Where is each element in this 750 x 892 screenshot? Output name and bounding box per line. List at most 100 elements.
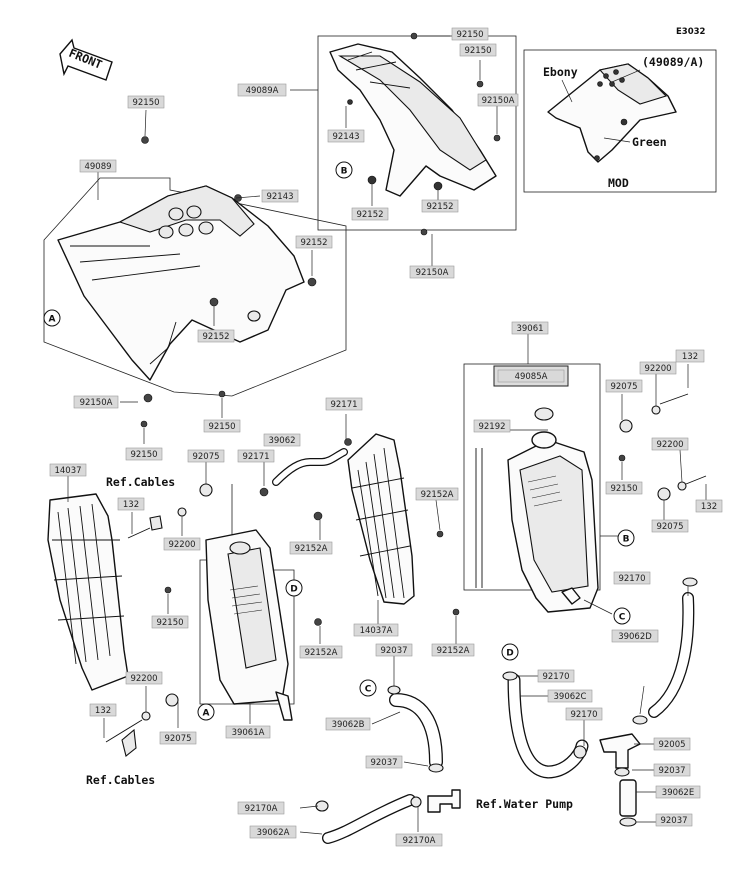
part-label-36: 14037A	[353, 623, 399, 637]
svg-text:92200: 92200	[130, 674, 157, 684]
svg-text:92037: 92037	[658, 766, 685, 776]
part-label-37: 92152A	[431, 643, 475, 657]
part-label-7: 92150A	[409, 265, 455, 279]
part-label-0: 92150	[451, 27, 489, 41]
hose-39062b-drawing	[389, 693, 443, 769]
svg-text:132: 132	[701, 502, 717, 512]
svg-text:92152A: 92152A	[295, 544, 328, 554]
svg-text:92192: 92192	[478, 422, 505, 432]
svg-text:92200: 92200	[644, 364, 671, 374]
svg-text:92037: 92037	[380, 646, 407, 656]
part-label-52: 92075	[159, 731, 197, 745]
ref-cables-lower: Ref.Cables	[86, 773, 155, 787]
part-label-29: 92200	[163, 537, 201, 551]
part-label-28: 132	[117, 497, 145, 511]
svg-text:49089A: 49089A	[246, 86, 279, 96]
part-label-17: 132	[675, 349, 705, 363]
svg-text:92152: 92152	[356, 210, 383, 220]
hose-39062d-drawing	[648, 592, 695, 718]
svg-text:92200: 92200	[656, 440, 683, 450]
part-label-34: 92152A	[299, 645, 343, 659]
part-label-2: 92143	[327, 129, 365, 143]
circle-letter-a-2: A	[197, 703, 215, 721]
part-label-30: 92075	[187, 449, 225, 463]
front-arrow-icon: FRONT	[59, 38, 113, 81]
part-label-42: 39062C	[547, 689, 593, 703]
svg-text:92150: 92150	[132, 98, 159, 108]
svg-text:132: 132	[95, 706, 111, 716]
svg-text:92170: 92170	[618, 574, 645, 584]
svg-text:132: 132	[123, 500, 139, 510]
svg-text:92075: 92075	[164, 734, 191, 744]
part-label-13: 92150A	[73, 395, 119, 409]
pipe-39062e-drawing	[619, 779, 637, 817]
part-label-19: 92075	[605, 379, 643, 393]
circle-letter-d-2: D	[501, 643, 519, 661]
svg-text:92171: 92171	[242, 452, 269, 462]
svg-text:92170A: 92170A	[403, 836, 436, 846]
svg-text:92075: 92075	[192, 452, 219, 462]
svg-text:39062A: 39062A	[257, 828, 290, 838]
part-label-53: 39061A	[225, 725, 271, 739]
part-label-6: 49089A	[237, 83, 287, 97]
part-label-16: 49085A	[497, 369, 565, 383]
circle-letter-b-1: B	[335, 161, 353, 179]
part-label-39: 39062D	[611, 629, 659, 643]
part-label-5: 92150A	[477, 93, 519, 107]
circle-letter-d-1: D	[285, 579, 303, 597]
svg-text:92150A: 92150A	[416, 268, 449, 278]
svg-text:92152: 92152	[202, 332, 229, 342]
part-label-20: 92171	[325, 397, 363, 411]
circle-letter-c-1: C	[613, 607, 631, 625]
part-label-27: 14037	[49, 463, 87, 477]
part-label-32: 92152A	[289, 541, 333, 555]
svg-text:92150: 92150	[456, 30, 483, 40]
svg-text:92171: 92171	[330, 400, 357, 410]
part-label-56: 92170A	[395, 833, 443, 847]
svg-text:D: D	[506, 649, 513, 659]
part-label-51: 132	[89, 703, 117, 717]
svg-text:39062D: 39062D	[618, 632, 652, 642]
svg-text:132: 132	[682, 352, 698, 362]
svg-text:39062C: 39062C	[554, 692, 587, 702]
svg-text:14037A: 14037A	[360, 626, 393, 636]
diagram-code: E3032	[676, 27, 706, 37]
part-label-4: 92152	[421, 199, 459, 213]
svg-text:92005: 92005	[658, 740, 685, 750]
part-label-44: 39062B	[325, 717, 371, 731]
svg-text:92152: 92152	[300, 238, 327, 248]
part-label-11: 92152	[295, 235, 333, 249]
shroud-drawing	[57, 185, 305, 381]
svg-text:92037: 92037	[370, 758, 397, 768]
part-label-24: 92200	[651, 437, 689, 451]
svg-text:92150A: 92150A	[80, 398, 113, 408]
svg-text:39062B: 39062B	[332, 720, 365, 730]
part-label-33: 92150	[151, 615, 189, 629]
part-label-1: 92150	[459, 43, 497, 57]
radiator-right-drawing	[475, 407, 599, 613]
svg-text:92150: 92150	[208, 422, 235, 432]
ref-cables-upper: Ref.Cables	[106, 475, 175, 489]
part-label-15: 39061	[511, 321, 549, 335]
svg-text:92150: 92150	[610, 484, 637, 494]
radiator-guard-right-drawing	[347, 433, 415, 605]
svg-text:92200: 92200	[168, 540, 195, 550]
part-label-8: 92150	[127, 95, 165, 109]
part-label-46: 92037	[365, 755, 403, 769]
svg-text:49089: 49089	[84, 162, 111, 172]
part-label-14: 92150	[125, 447, 163, 461]
svg-text:B: B	[341, 167, 348, 177]
svg-text:92152: 92152	[426, 202, 453, 212]
leader-lines	[67, 35, 707, 835]
part-label-38: 92170	[613, 571, 651, 585]
svg-text:A: A	[49, 315, 56, 325]
tee-joint-drawing	[599, 733, 641, 769]
svg-text:39061A: 39061A	[232, 728, 265, 738]
part-label-55: 39062A	[249, 825, 297, 839]
variant-note: (49089/A)	[642, 55, 704, 69]
shroud-group-box	[43, 177, 347, 397]
svg-text:92150: 92150	[464, 46, 491, 56]
part-label-40: 92170	[537, 669, 575, 683]
part-label-57: 92150	[203, 419, 241, 433]
